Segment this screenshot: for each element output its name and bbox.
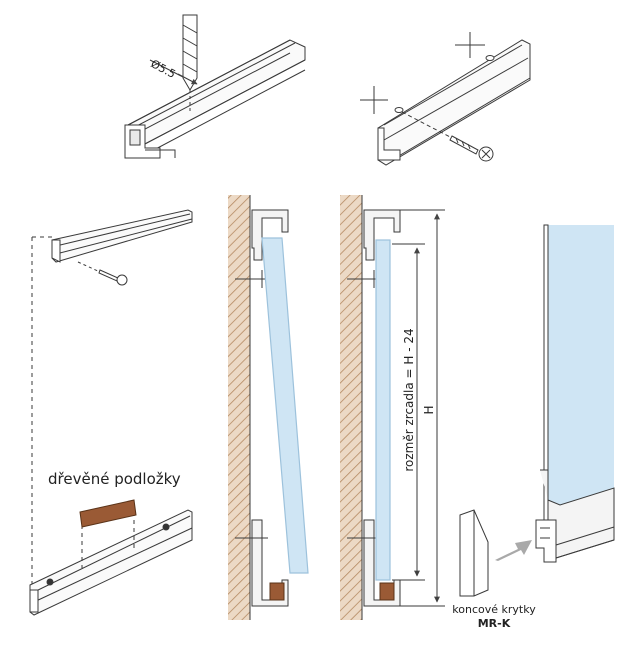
end-caps-label: koncové krytky: [452, 603, 536, 616]
insert-arrow-icon: [495, 540, 532, 561]
finished-mirror-illustration: [459, 224, 615, 597]
drilling-illustration: [124, 14, 306, 159]
installed-mirror-section: [340, 195, 445, 620]
wood-pad: [79, 499, 137, 528]
screw-mounting-illustration: [360, 32, 531, 166]
mirror-size-label: rozměr zrcadla = H - 24: [402, 328, 416, 471]
wood-pads-label: dřevěné podložky: [48, 470, 181, 488]
drill-diameter-label: Ø5.5: [149, 57, 178, 81]
end-caps-code: MR-K: [478, 617, 511, 630]
mirror-insertion-section: [228, 195, 309, 620]
rail-installation-illustration: [29, 209, 193, 616]
height-label: H: [422, 405, 436, 414]
